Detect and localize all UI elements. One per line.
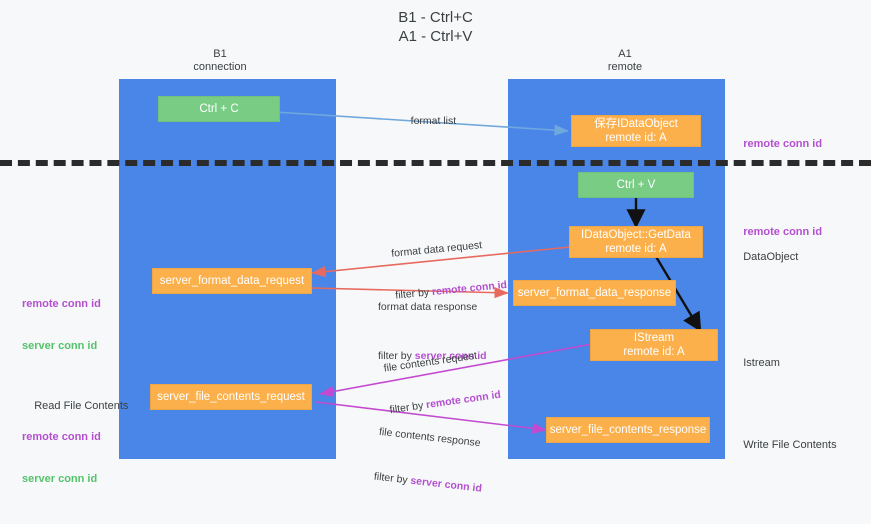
annotation-left-remote-conn-id-text: remote conn id — [22, 298, 101, 310]
node-ctrl-c[interactable]: Ctrl + C — [158, 96, 280, 122]
annotation-right-remote-conn-id-top: remote conn id — [731, 123, 822, 165]
node-server-file-contents-response-label: server_file_contents_response — [549, 424, 707, 436]
node-ctrl-v[interactable]: Ctrl + V — [578, 172, 694, 198]
edge-format-data-request — [311, 246, 571, 278]
annotation-right-remote-conn-id-mid: remote conn id — [731, 211, 822, 253]
annotation-right-istream: Istream — [731, 342, 780, 384]
edge-label-file-contents-response-filter-pre: filter by — [373, 470, 412, 487]
title-line-1: B1 - Ctrl+C — [398, 9, 473, 26]
edge-getdata-to-istream — [653, 254, 702, 333]
edge-label-format-data-response-filter-key: server conn id — [414, 350, 487, 362]
annotation-right-remote-conn-id-top-text: remote conn id — [743, 138, 823, 150]
edge-layer — [274, 111, 702, 434]
node-save-idataobject-line2: remote id: A — [605, 132, 667, 144]
lane-header-b1-name: B1 — [213, 48, 227, 60]
node-server-file-contents-request[interactable]: server_file_contents_request — [150, 384, 312, 410]
edge-label-format-data-response: format data response filter by server co… — [378, 272, 487, 391]
node-server-format-data-response-label: server_format_data_response — [517, 287, 672, 299]
annotation-left-read-file-contents: Read File Contents — [22, 385, 128, 427]
annotation-right-write-file-contents-text: Write File Contents — [743, 439, 837, 451]
node-server-format-data-request-label: server_format_data_request — [159, 275, 305, 287]
node-idataobject-getdata-line2: remote id: A — [605, 243, 667, 255]
edge-label-format-list-text: format list — [410, 115, 457, 127]
edge-label-format-data-request-text: format data request — [390, 239, 483, 260]
node-istream-line1: IStream — [633, 332, 675, 344]
edge-file-contents-request — [319, 343, 593, 398]
node-server-file-contents-request-label: server_file_contents_request — [157, 391, 305, 403]
node-server-file-contents-response[interactable]: server_file_contents_response — [546, 417, 710, 443]
node-idataobject-getdata-line1: IDataObject::GetData — [581, 229, 691, 241]
edge-label-format-data-response-filter-pre: filter by — [378, 350, 415, 362]
annotation-left-server-conn-id-text: server conn id — [22, 340, 98, 352]
node-server-format-data-response[interactable]: server_format_data_response — [513, 280, 676, 306]
annotation-right-write-file-contents: Write File Contents — [731, 424, 837, 466]
edge-label-file-contents-response-text: file contents response — [378, 425, 482, 450]
node-ctrl-v-label: Ctrl + V — [616, 179, 656, 191]
edge-label-file-contents-response-filter-key: server conn id — [409, 474, 483, 495]
annotation-right-istream-text: Istream — [743, 357, 780, 369]
lane-header-a1-sub: remote — [607, 61, 643, 73]
node-save-idataobject-line1: 保存IDataObject — [594, 118, 678, 130]
annotation-left2-remote-conn-id-text: remote conn id — [22, 431, 101, 443]
edge-label-format-data-response-text: format data response — [378, 301, 478, 313]
node-server-format-data-request[interactable]: server_format_data_request — [152, 268, 312, 294]
annotation-right-dataobject: DataObject — [731, 236, 798, 278]
edge-format-data-response — [311, 287, 509, 299]
edge-format-list — [274, 111, 569, 136]
edge-file-contents-response — [315, 401, 547, 434]
edge-label-file-contents-response: file contents response filter by server … — [370, 397, 491, 524]
annotation-left2-server-conn-id-text: server conn id — [22, 473, 98, 485]
lane-header-b1-sub: connection — [193, 61, 247, 73]
edge-label-format-list: format list — [399, 100, 457, 142]
node-save-idataobject[interactable]: 保存IDataObject remote id: A — [571, 115, 701, 147]
lane-header-a1-name: A1 — [618, 48, 632, 60]
annotation-right-remote-conn-id-mid-text: remote conn id — [743, 226, 823, 238]
annotation-right-dataobject-text: DataObject — [743, 251, 799, 263]
annotation-left-read-file-contents-text: Read File Contents — [34, 400, 129, 412]
diagram-title: B1 - Ctrl+C A1 - Ctrl+V — [0, 8, 871, 46]
annotation-left-conn-ids-file: remote conn id server conn id — [22, 402, 101, 514]
node-idataobject-getdata[interactable]: IDataObject::GetData remote id: A — [569, 226, 703, 258]
node-istream-line2: remote id: A — [623, 346, 685, 358]
lane-header-b1: B1 connection — [150, 48, 290, 74]
edge-label-file-contents-request-text: file contents request — [383, 349, 478, 375]
lane-header-a1: A1 remote — [555, 48, 695, 74]
title-line-2: A1 - Ctrl+V — [398, 28, 473, 45]
node-ctrl-c-label: Ctrl + C — [199, 103, 239, 115]
diagram-canvas: B1 - Ctrl+C A1 - Ctrl+V B1 connection A1… — [0, 8, 871, 495]
node-istream[interactable]: IStream remote id: A — [590, 329, 718, 361]
annotation-left-conn-ids-format: remote conn id server conn id — [22, 269, 101, 381]
phase-divider — [0, 160, 871, 166]
